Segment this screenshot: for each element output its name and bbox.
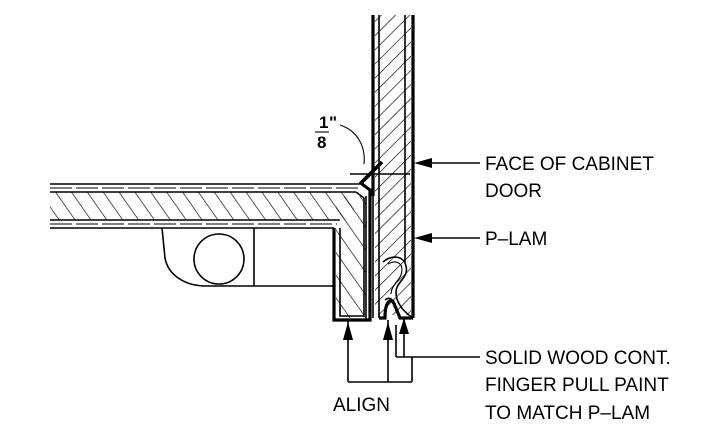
label-door: DOOR — [485, 181, 542, 202]
label-finger-pull: FINGER PULL PAINT — [485, 375, 669, 396]
dimension-inch-mark: " — [329, 113, 337, 132]
label-align: ALIGN — [333, 395, 390, 416]
leader-plam — [414, 233, 480, 243]
label-plam: P–LAM — [485, 229, 547, 250]
dimension-callout: 1 8 " — [315, 113, 410, 186]
label-match-plam: TO MATCH P–LAM — [485, 403, 650, 424]
dimension-numerator: 1 — [319, 113, 328, 132]
dimension-denominator: 8 — [317, 133, 326, 152]
finger-pull — [379, 256, 414, 320]
cabinet-shelf — [50, 182, 372, 322]
leader-solid-wood — [395, 318, 480, 358]
leader-face-of-door — [414, 158, 480, 168]
align-arrows — [343, 320, 413, 383]
light-fixture — [161, 227, 334, 287]
label-face-of-cabinet: FACE OF CABINET — [485, 154, 654, 175]
label-solid-wood: SOLID WOOD CONT. — [485, 348, 671, 369]
